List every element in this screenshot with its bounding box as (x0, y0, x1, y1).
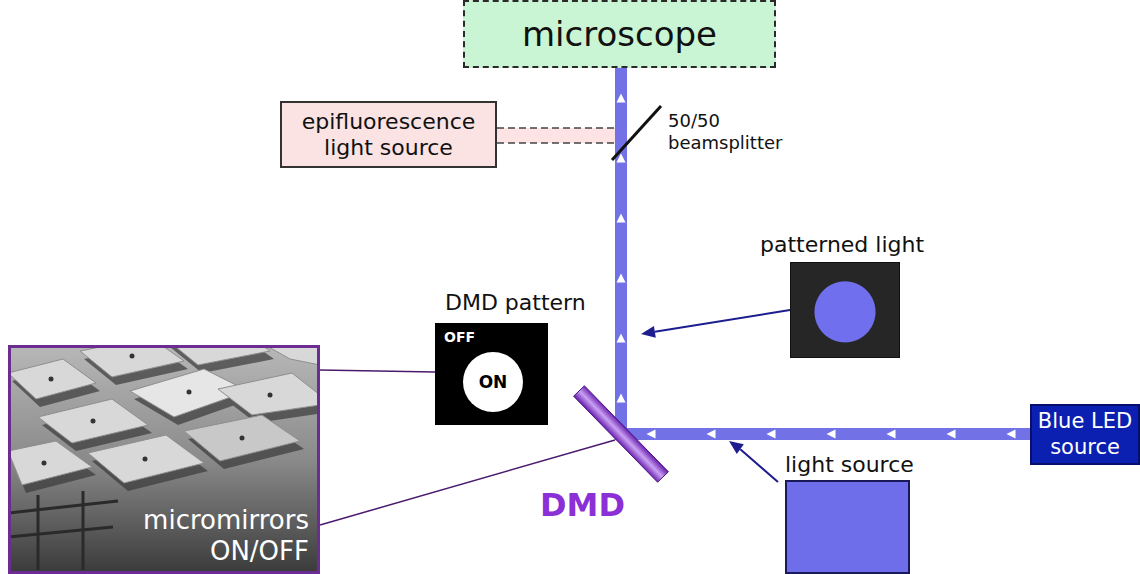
light-beam (621, 428, 1030, 440)
micromirror (11, 359, 96, 399)
node-title: ON (479, 372, 508, 392)
dmd-device: DMD (535, 383, 675, 533)
node-title: micromirrors ON/OFF (119, 505, 309, 567)
mirror-dot (91, 419, 96, 424)
on-region-circle: ON (463, 352, 523, 412)
pointer-arrow (740, 449, 778, 482)
node-title: DMD (540, 486, 625, 524)
led-source-box: Blue LED source (1030, 404, 1140, 465)
photo-background (11, 348, 317, 574)
dmd-pattern-panel: DMD patternOFF ON (430, 290, 590, 430)
leader-line (320, 370, 435, 372)
epifluorescence-beam-edge (497, 142, 626, 144)
micromirror-tiles (11, 348, 317, 485)
epifluorescence-beam (497, 128, 626, 143)
beam-arrowhead (1007, 430, 1016, 439)
mirror-dot (187, 390, 192, 395)
microscope-box: microscope (463, 0, 776, 68)
epifluorescence-beam-edge (497, 127, 626, 129)
component-label: 50/50 beamsplitter (668, 110, 798, 153)
micromirror (258, 348, 317, 365)
beam-arrowhead (617, 94, 626, 103)
node-text: OFF (444, 329, 475, 346)
beam-arrowhead (707, 430, 716, 439)
node-title: Blue LED source (1035, 409, 1135, 459)
micromirror-photo-frame: micromirrors ON/OFF (8, 345, 320, 574)
patterned-light-panel: patterned light (750, 232, 950, 362)
micromirror (11, 441, 92, 485)
micromirror (166, 348, 270, 365)
pointer-arrowhead (729, 441, 744, 454)
support-post (38, 491, 83, 570)
pointer-arrow (655, 310, 790, 332)
mirror-dot (49, 377, 54, 382)
beam-arrowhead (947, 430, 956, 439)
connector (621, 430, 1030, 439)
mirror-dot (42, 461, 47, 466)
node-title: DMD pattern (445, 290, 586, 316)
beam-arrowhead (617, 394, 626, 403)
support-beam (11, 501, 118, 513)
mirror-dot (130, 354, 135, 359)
mirror-supports (11, 491, 118, 570)
light-source-box: epifluorescence light source (280, 101, 497, 168)
micromirror (38, 399, 148, 443)
micromirror (88, 435, 204, 483)
light-source-panel: light source (780, 452, 930, 574)
micromirror-photo (11, 348, 317, 574)
mirror-dot (268, 393, 273, 398)
beamsplitter-symbol (612, 106, 661, 160)
micromirror (218, 373, 317, 415)
node-title: patterned light (760, 232, 924, 258)
node-title: epifluorescence light source (288, 109, 489, 160)
light-source-square (785, 480, 910, 574)
dmd-pattern-square: OFF ON (435, 323, 548, 425)
mirror-dots (42, 354, 273, 466)
beam-arrowhead (767, 430, 776, 439)
mirror-dot (240, 436, 245, 441)
beam-arrowhead (647, 430, 656, 439)
dmd-mirror (574, 386, 669, 482)
beam-arrowhead (617, 214, 626, 223)
node-title: light source (785, 452, 914, 478)
pointer-arrowhead (641, 326, 656, 338)
support-beam (11, 527, 113, 537)
node-title: microscope (522, 14, 717, 55)
micromirror (184, 415, 300, 461)
beam-arrowhead (617, 274, 626, 283)
beam-arrowhead (887, 430, 896, 439)
connector (320, 370, 435, 372)
beam-arrowhead (617, 334, 626, 343)
patterned-light-square (790, 262, 900, 358)
connector (617, 68, 626, 434)
mirror-dot (143, 457, 148, 462)
light-beam (615, 68, 627, 434)
micromirror (80, 348, 184, 377)
beam-arrowhead (827, 430, 836, 439)
